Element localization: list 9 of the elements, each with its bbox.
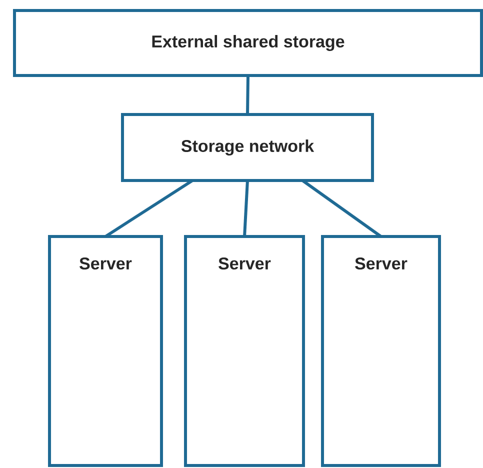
connector-line	[302, 179, 382, 238]
network-box: Storage network	[121, 113, 374, 182]
connector-line	[243, 180, 249, 237]
connector-line	[104, 179, 194, 238]
connector-line	[246, 75, 250, 115]
server-box: Server	[321, 235, 441, 467]
storage-box: External shared storage	[13, 9, 483, 77]
server-box: Server	[48, 235, 163, 467]
server-box: Server	[184, 235, 305, 467]
